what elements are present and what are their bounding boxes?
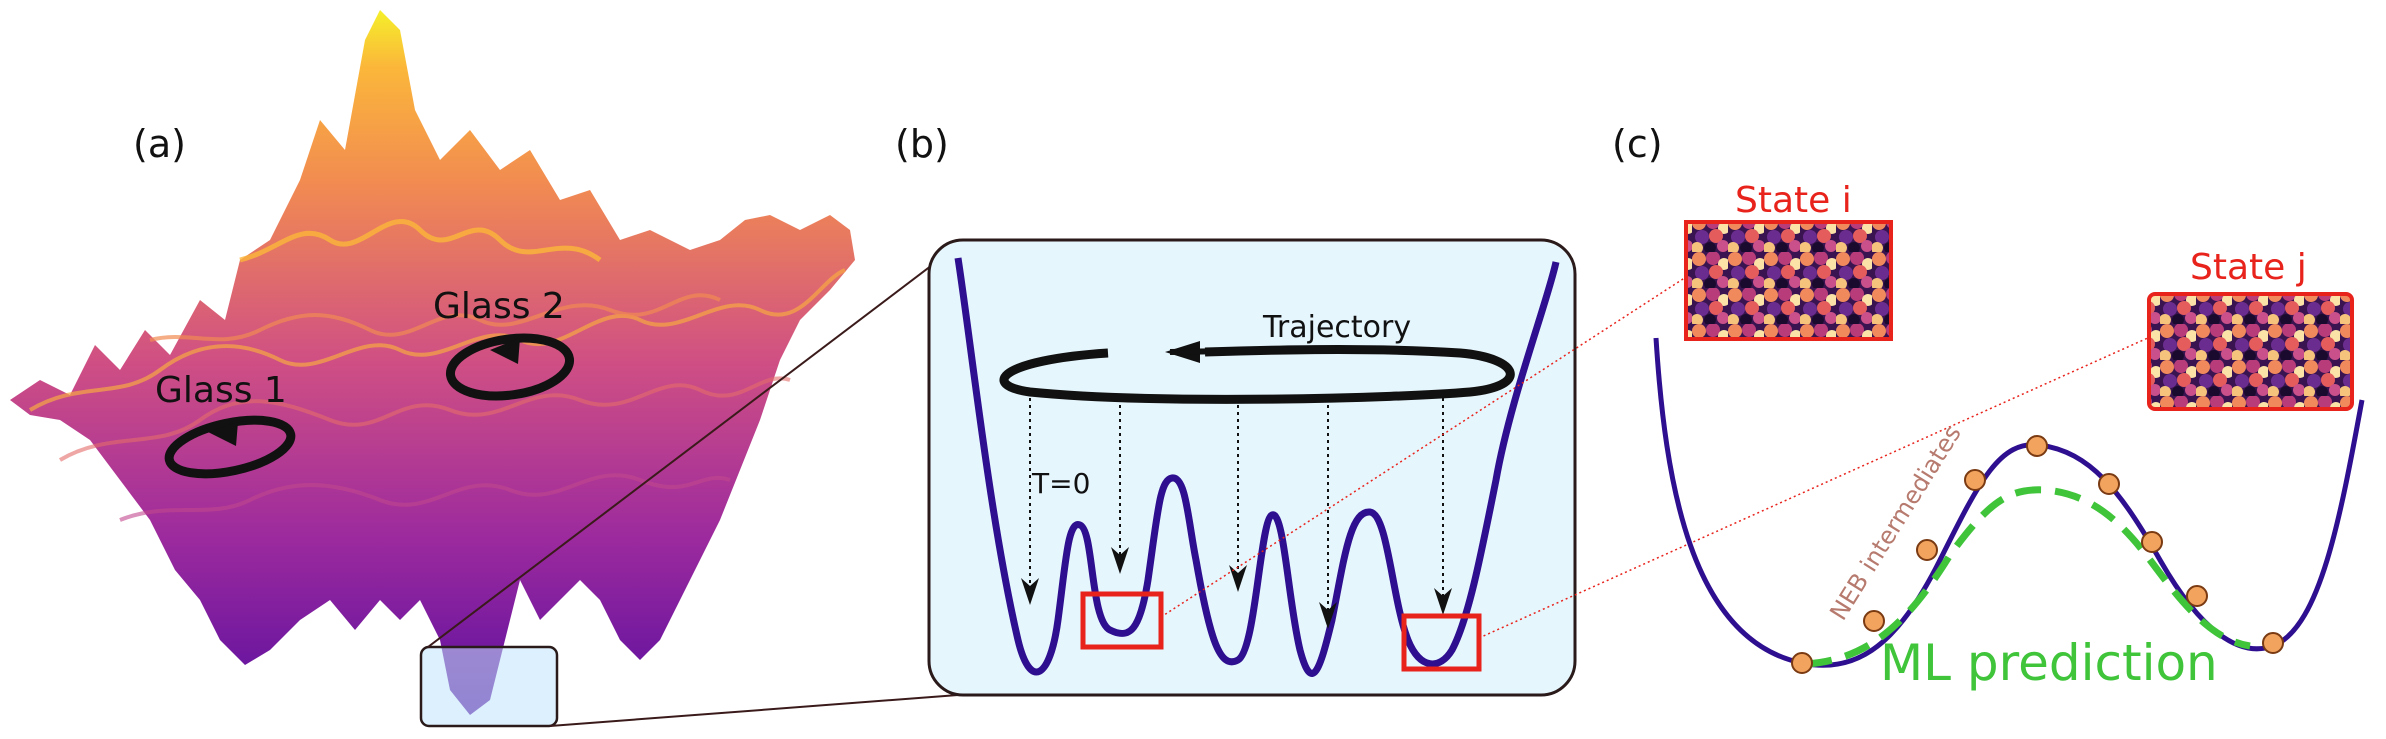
state-i-connector xyxy=(1160,267,1701,618)
potential-energy-curve xyxy=(954,257,1560,677)
quench-label: T=0 xyxy=(1031,467,1090,500)
ml-prediction-label: ML prediction xyxy=(1880,634,2218,692)
ml-prediction-curve xyxy=(1805,486,2251,668)
neb-points xyxy=(1791,435,2284,674)
landscape-ridge-1 xyxy=(28,268,846,412)
glass-2-loop-arrow xyxy=(445,333,575,401)
landscape-ridge-2 xyxy=(58,376,791,462)
panel-b-label: (b) xyxy=(895,122,949,166)
trajectory-loop xyxy=(999,341,1515,404)
state-j-connector xyxy=(1478,336,2151,639)
landscape-ridge-4 xyxy=(239,219,602,263)
glass-1-loop-arrow xyxy=(164,415,296,479)
panel-a: (a) Glass 1 Glass 2 xyxy=(10,10,855,728)
state-j-label: State j xyxy=(2190,247,2307,288)
state-i-image xyxy=(1684,220,1893,341)
glass-1-label: Glass 1 xyxy=(155,370,287,411)
landscape-ridge-5 xyxy=(149,293,721,342)
state-j-image xyxy=(2147,292,2354,411)
panel-b: (b) Trajectory T=0 xyxy=(895,122,1577,697)
panel-c-label: (c) xyxy=(1612,122,1663,166)
zoom-connector-bottom xyxy=(549,694,959,727)
panel-c: (c) State i State j NEB intermediates ML… xyxy=(1612,122,2365,692)
quench-arrowheads xyxy=(1021,547,1452,629)
state-i-label: State i xyxy=(1735,180,1852,221)
glass-2-label: Glass 2 xyxy=(433,286,565,327)
trajectory-label: Trajectory xyxy=(1262,310,1411,345)
zoom-source-box xyxy=(419,645,559,728)
quench-arrows xyxy=(1029,398,1444,620)
energy-landscape-surface xyxy=(10,10,855,715)
state-j-box xyxy=(1401,613,1482,672)
landscape-ridge-3 xyxy=(119,473,731,522)
panel-a-label: (a) xyxy=(133,122,186,166)
state-i-box xyxy=(1080,591,1164,650)
zoom-connector-top xyxy=(427,252,949,648)
